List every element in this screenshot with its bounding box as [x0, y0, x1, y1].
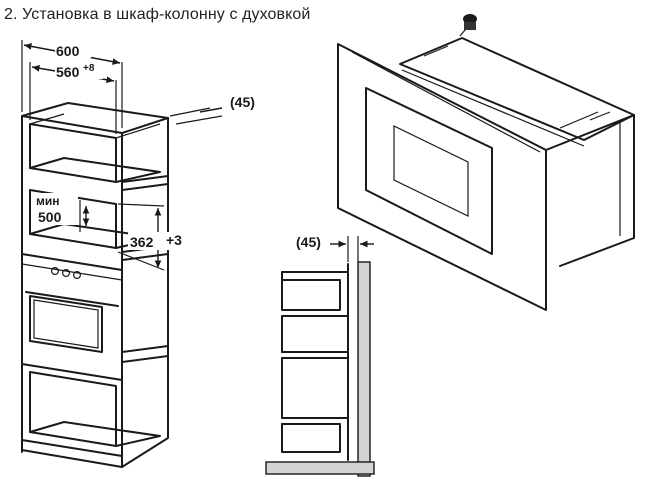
cabinet-icon — [21, 102, 169, 468]
width-outer-label: 600 — [56, 43, 80, 59]
dimension-depth-45: (45) — [169, 94, 255, 125]
min-value-label: 500 — [38, 209, 62, 225]
min-label: мин — [36, 194, 60, 208]
width-inner-label: 560 — [56, 64, 80, 80]
dimension-362: 362 +3 — [117, 203, 188, 271]
dimension-600: 600 — [21, 40, 123, 128]
dimension-side-45: (45) — [296, 234, 374, 262]
dimension-560: 560 +8 — [29, 62, 117, 134]
microwave-icon — [337, 14, 635, 311]
section-icon — [265, 261, 375, 477]
depth-gap-label: (45) — [230, 94, 255, 110]
height-value-label: 362 — [130, 234, 154, 250]
width-inner-tolerance: +8 — [83, 63, 95, 74]
height-tolerance-label: +3 — [166, 232, 182, 248]
dimension-min-500: мин 500 — [34, 193, 90, 226]
side-gap-label: (45) — [296, 234, 321, 250]
page-title: 2. Установка в шкаф-колонну с духовкой — [4, 6, 311, 23]
